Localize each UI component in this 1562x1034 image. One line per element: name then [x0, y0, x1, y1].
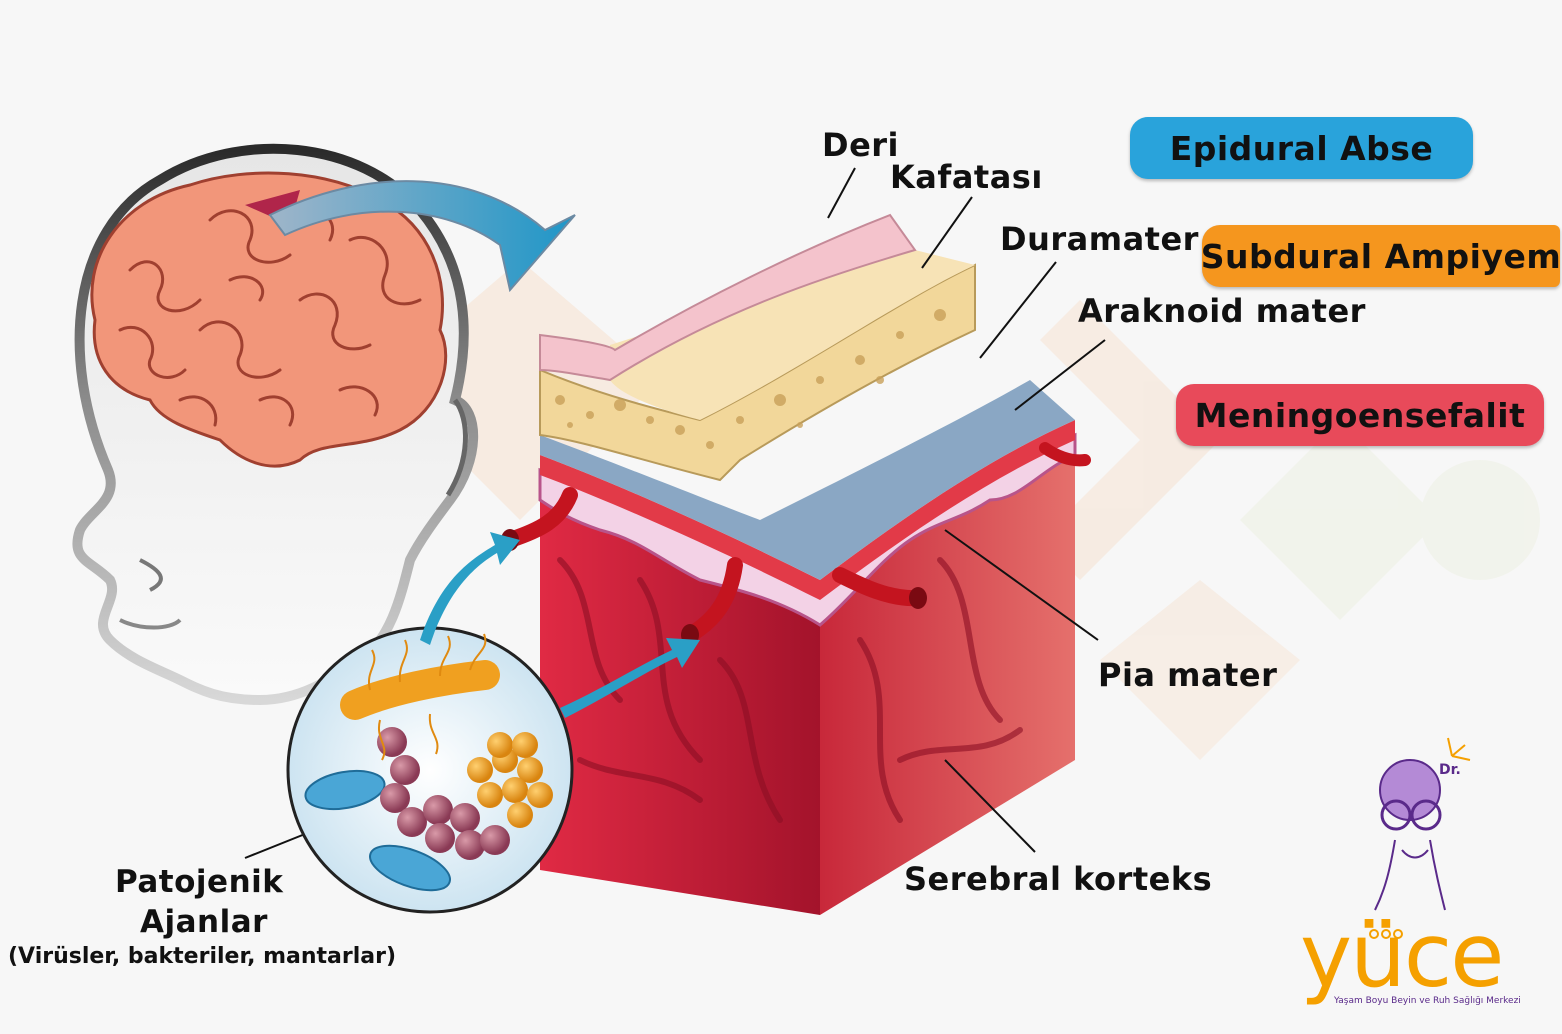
label-duramater: Duramater [1000, 220, 1199, 258]
brand-mascot [1369, 737, 1471, 939]
label-patojenik-sub: (Virüsler, bakteriler, mantarlar) [8, 944, 397, 969]
arrow-to-vessel-1 [420, 532, 520, 645]
brand-badge: Dr. [1439, 762, 1461, 778]
label-serebral: Serebral korteks [904, 860, 1213, 898]
condition-epidural-abse: Epidural Abse [1130, 117, 1473, 179]
condition-subdural-ampiyem: Subdural Ampiyem [1201, 225, 1561, 287]
pathogen-circle [286, 626, 574, 914]
condition-meningoensefalit: Meningoensefalit [1176, 384, 1544, 446]
label-pia: Pia mater [1098, 656, 1278, 694]
label-patojenik-line1: Patojenik [115, 864, 284, 900]
brand-tagline: Yaşam Boyu Beyin ve Ruh Sağlığı Merkezi [1334, 996, 1521, 1006]
meninges-block [501, 213, 1091, 915]
label-kafatasi: Kafatası [890, 158, 1043, 196]
leader-lines [244, 167, 1106, 859]
brand-name: yüce [1300, 904, 1504, 1007]
label-araknoid: Araknoid mater [1078, 292, 1366, 330]
arrow-to-vessel-2 [560, 638, 700, 718]
big-arrow [268, 180, 576, 293]
label-deri: Deri [822, 126, 900, 164]
label-patojenik-line2: Ajanlar [140, 904, 268, 940]
